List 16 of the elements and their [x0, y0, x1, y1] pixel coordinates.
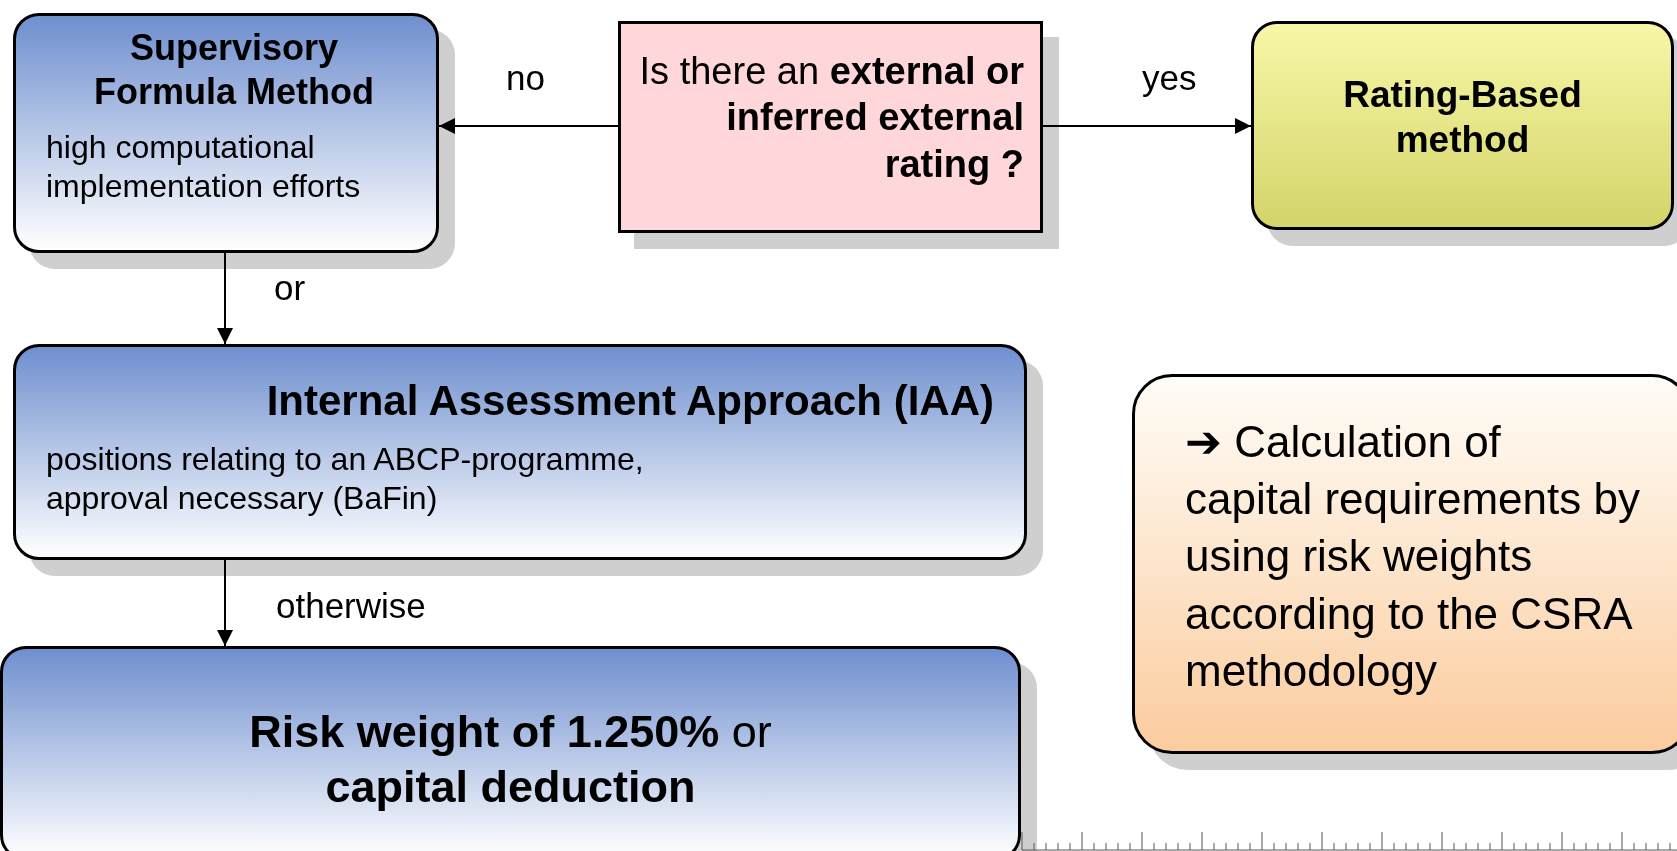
arrow: [438, 118, 619, 134]
approach-heading: Internal Assessment Approach (IAA): [265, 376, 994, 426]
method-heading: Supervisory Formula Method: [93, 26, 375, 114]
edge-label: yes: [1142, 58, 1197, 98]
edge-label: otherwise: [276, 586, 426, 626]
decision-question: Is there an external or inferred external rating ?: [638, 49, 1024, 187]
method-heading: Rating-Based method: [1342, 73, 1583, 163]
arrow: [217, 559, 233, 647]
risk-weight-text: Risk weight of 1.250% or capital deduction: [248, 705, 773, 814]
edge-label: or: [274, 268, 306, 308]
approach-note: positions relating to an ABCP-programme, approval necessary (BaFin): [46, 440, 645, 519]
arrow: [1042, 118, 1252, 134]
arrow: [217, 252, 233, 345]
edge-label: no: [506, 58, 545, 98]
calculation-note: ➔ Calculation of capital requirements by using risk weights according to the CSRA methodology: [1185, 416, 1640, 697]
method-note: high computational implementation efforts: [46, 127, 362, 206]
